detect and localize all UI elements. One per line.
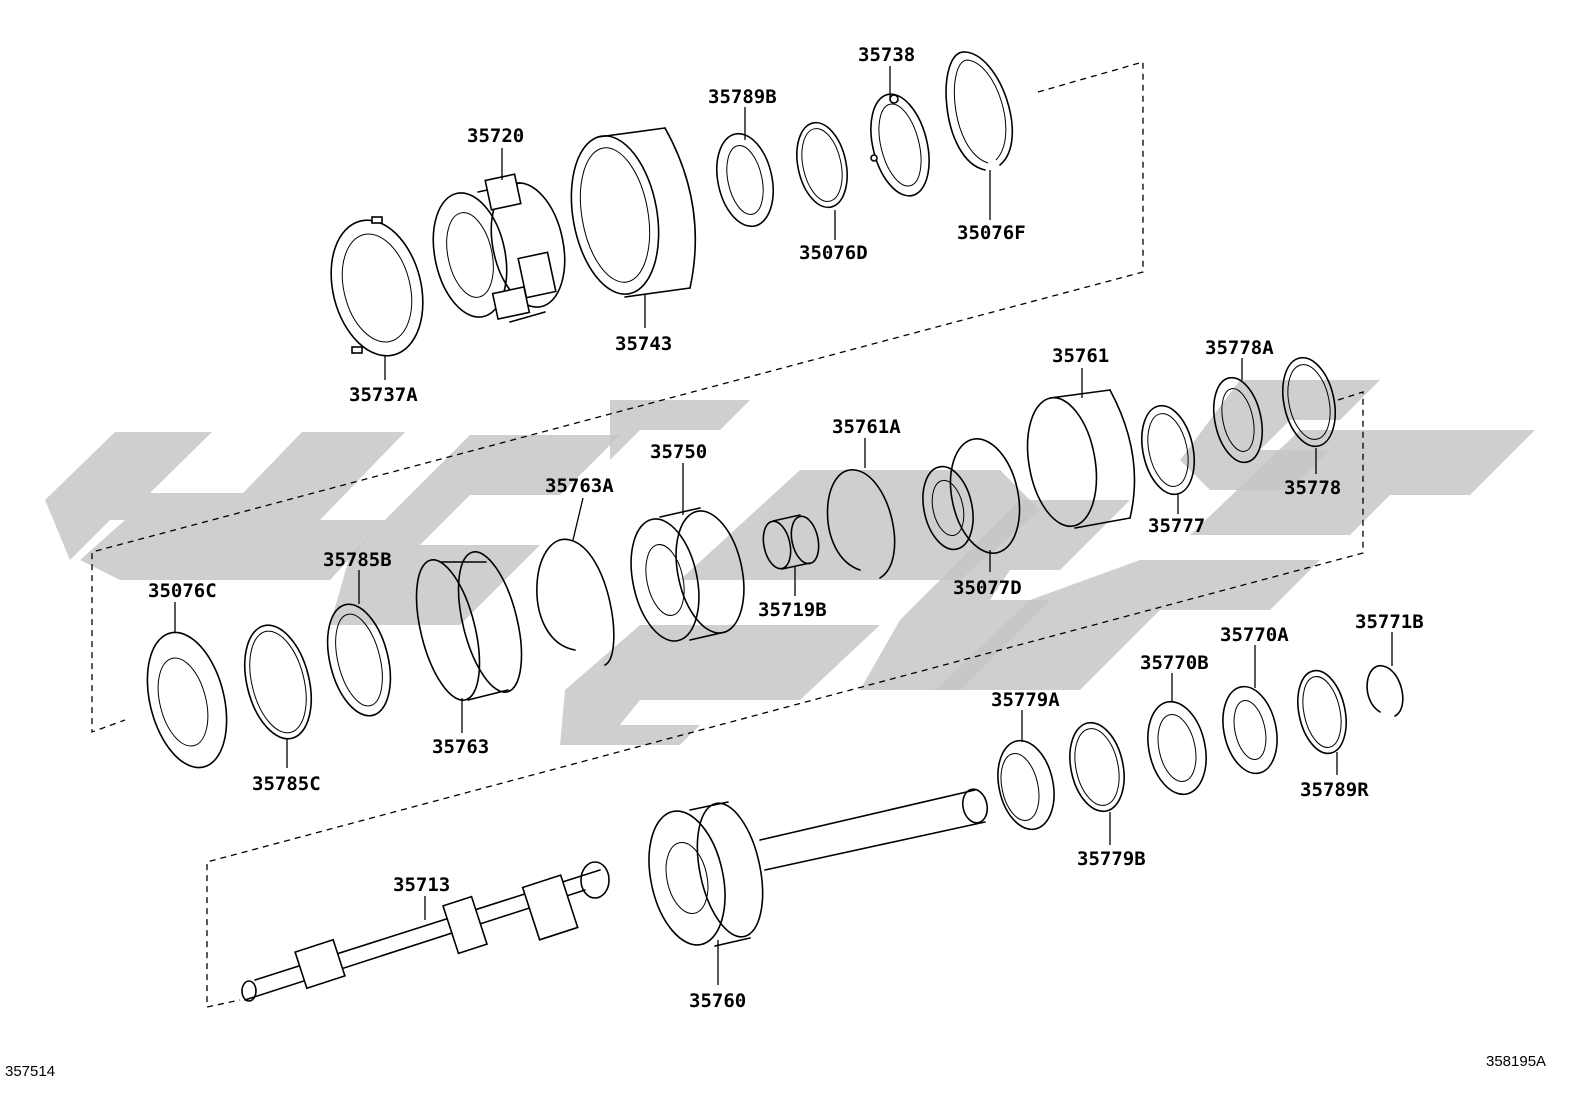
part-35737A: [330, 216, 424, 357]
label-35713: 35713: [393, 874, 450, 896]
label-35720: 35720: [467, 125, 524, 147]
part-35763: [415, 551, 523, 701]
part-35761A: [826, 469, 896, 579]
label-35789R: 35789R: [1300, 779, 1369, 801]
part-35785B: [326, 603, 392, 717]
label-35763: 35763: [432, 736, 489, 758]
part-35789R: [1297, 669, 1347, 755]
label-35076C: 35076C: [148, 580, 217, 602]
label-35770B: 35770B: [1140, 652, 1209, 674]
part-35778A: [1212, 376, 1264, 464]
label-35761A: 35761A: [832, 416, 901, 438]
label-35777: 35777: [1148, 515, 1205, 537]
part-35779B: [1069, 721, 1125, 813]
label-35077D: 35077D: [953, 577, 1022, 599]
corner-code-left: 357514: [5, 1063, 55, 1080]
label-35785B: 35785B: [323, 549, 392, 571]
part-35077D: [922, 438, 1021, 554]
label-35789B: 35789B: [708, 86, 777, 108]
label-35760: 35760: [689, 990, 746, 1012]
part-35719B: [762, 514, 820, 570]
part-35771B: [1366, 665, 1404, 717]
part-35760: [648, 788, 989, 947]
part-35738: [870, 93, 930, 197]
corner-code-right: 358195A: [1486, 1053, 1546, 1070]
label-35719B: 35719B: [758, 599, 827, 621]
part-35720: [432, 173, 566, 323]
label-35778: 35778: [1284, 477, 1341, 499]
label-35778A: 35778A: [1205, 337, 1274, 359]
dashed-reference-lines: [91, 61, 1364, 1008]
part-35789B: [716, 132, 774, 228]
leader-lines: [174, 66, 1393, 985]
part-35743: [570, 127, 697, 298]
part-35761: [1026, 389, 1136, 529]
label-35750: 35750: [650, 441, 707, 463]
part-35785C: [244, 624, 312, 740]
label-35779B: 35779B: [1077, 848, 1146, 870]
part-35763A: [536, 538, 615, 666]
part-35779A: [997, 739, 1055, 831]
label-35076F: 35076F: [957, 222, 1026, 244]
part-35778: [1282, 356, 1336, 448]
watermark-logo: [45, 380, 1535, 745]
part-35770A: [1222, 685, 1278, 775]
label-35743: 35743: [615, 333, 672, 355]
part-35076D: [796, 121, 848, 209]
label-35763A: 35763A: [545, 475, 614, 497]
label-35761: 35761: [1052, 345, 1109, 367]
label-35770A: 35770A: [1220, 624, 1289, 646]
label-35771B: 35771B: [1355, 611, 1424, 633]
part-labels: 35720 35737A 35743 35789B 35076D 35738 3…: [148, 44, 1424, 1012]
part-35713: [241, 861, 610, 1002]
part-35076F: [945, 51, 1014, 171]
part-35750: [630, 507, 745, 642]
label-35737A: 35737A: [349, 384, 418, 406]
label-35738: 35738: [858, 44, 915, 66]
part-35076C: [146, 631, 228, 769]
label-35785C: 35785C: [252, 773, 321, 795]
label-35076D: 35076D: [799, 242, 868, 264]
part-35770B: [1147, 700, 1207, 796]
label-35779A: 35779A: [991, 689, 1060, 711]
